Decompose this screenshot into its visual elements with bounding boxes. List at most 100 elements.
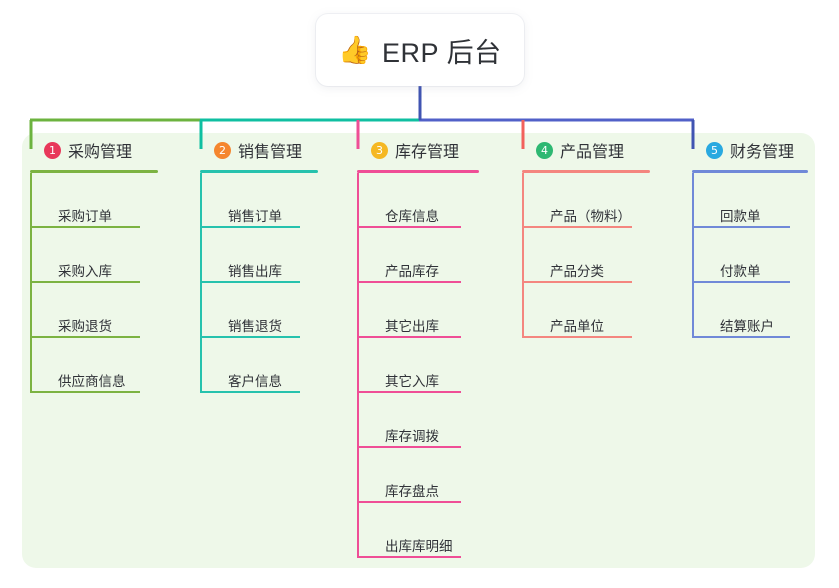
branch-item-list: 仓库信息产品库存其它出库其它入库库存调拨库存盘点出库库明细	[357, 173, 481, 558]
leaf-rule	[200, 391, 300, 393]
leaf-node[interactable]: 仓库信息	[357, 173, 481, 228]
leaf-label: 采购订单	[58, 209, 112, 225]
leaf-rule	[30, 226, 140, 228]
branch-columns: 1 采购管理采购订单采购入库采购退货供应商信息 2 销售管理销售订单销售出库销售退货客…	[22, 133, 815, 568]
leaf-node[interactable]: 客户信息	[200, 338, 320, 393]
leaf-rule	[357, 556, 461, 558]
leaf-node[interactable]: 销售订单	[200, 173, 320, 228]
branch-spine	[200, 173, 202, 393]
leaf-node[interactable]: 供应商信息	[30, 338, 160, 393]
branch-title-label: 库存管理	[395, 144, 460, 161]
branch-item-list: 产品（物料） 产品分类产品单位	[522, 173, 652, 338]
leaf-node[interactable]: 库存盘点	[357, 448, 481, 503]
leaf-label: 客户信息	[228, 374, 282, 390]
page-title: ERP 后台	[382, 37, 502, 68]
branch-column-1: 1 采购管理采购订单采购入库采购退货供应商信息	[30, 133, 160, 393]
leaf-node[interactable]: 销售退货	[200, 283, 320, 338]
leaf-node[interactable]: 产品库存	[357, 228, 481, 283]
leaf-rule	[200, 336, 300, 338]
leaf-label: 其它出库	[385, 319, 439, 335]
leaf-rule	[357, 501, 461, 503]
leaf-rule	[522, 226, 632, 228]
branch-title-label: 财务管理	[730, 144, 795, 161]
leaf-node[interactable]: 采购订单	[30, 173, 160, 228]
branch-header-rule	[30, 170, 158, 173]
leaf-label: 销售退货	[228, 319, 282, 335]
leaf-rule	[357, 336, 461, 338]
branch-badge-4: 4	[536, 141, 553, 159]
leaf-rule	[522, 281, 632, 283]
leaf-rule	[692, 336, 790, 338]
branch-item-list: 回款单付款单结算账户	[692, 173, 810, 338]
leaf-node[interactable]: 其它入库	[357, 338, 481, 393]
leaf-node[interactable]: 其它出库	[357, 283, 481, 338]
leaf-node[interactable]: 付款单	[692, 228, 810, 283]
branch-header-rule	[357, 170, 479, 173]
leaf-label: 产品（物料）	[550, 209, 631, 225]
leaf-label: 结算账户	[720, 319, 774, 335]
thumbs-up-icon: 👍	[338, 34, 373, 65]
branch-header-1[interactable]: 1 采购管理	[30, 133, 160, 167]
leaf-rule	[200, 281, 300, 283]
branches-panel	[22, 133, 815, 568]
branch-column-4: 4 产品管理产品（物料） 产品分类产品单位	[522, 133, 652, 338]
leaf-rule	[522, 336, 632, 338]
root-title-card[interactable]: 👍 ERP 后台	[316, 14, 524, 86]
leaf-label: 产品单位	[550, 319, 604, 335]
leaf-label: 回款单	[720, 209, 761, 225]
leaf-rule	[200, 226, 300, 228]
branch-header-4[interactable]: 4 产品管理	[522, 133, 652, 167]
leaf-rule	[357, 281, 461, 283]
branch-item-list: 采购订单采购入库采购退货供应商信息	[30, 173, 160, 393]
branch-header-2[interactable]: 2 销售管理	[200, 133, 320, 167]
branch-column-3: 3 库存管理仓库信息产品库存其它出库其它入库库存调拨库存盘点出库库明细	[357, 133, 481, 558]
branch-header-rule	[522, 170, 650, 173]
leaf-rule	[30, 281, 140, 283]
leaf-label: 库存盘点	[385, 484, 439, 500]
branch-header-rule	[200, 170, 318, 173]
branch-header-5[interactable]: 5 财务管理	[692, 133, 810, 167]
branch-spine	[692, 173, 694, 338]
leaf-node[interactable]: 回款单	[692, 173, 810, 228]
leaf-rule	[692, 226, 790, 228]
leaf-label: 付款单	[720, 264, 761, 280]
leaf-rule	[30, 391, 140, 393]
branch-column-2: 2 销售管理销售订单销售出库销售退货客户信息	[200, 133, 320, 393]
branch-badge-5: 5	[706, 141, 723, 159]
branch-spine	[30, 173, 32, 393]
leaf-rule	[357, 226, 461, 228]
leaf-label: 出库库明细	[385, 539, 453, 555]
leaf-label: 采购入库	[58, 264, 112, 280]
branch-header-3[interactable]: 3 库存管理	[357, 133, 481, 167]
leaf-rule	[357, 446, 461, 448]
leaf-node[interactable]: 采购退货	[30, 283, 160, 338]
branch-title-label: 产品管理	[560, 144, 625, 161]
leaf-rule	[30, 336, 140, 338]
leaf-label: 产品库存	[385, 264, 439, 280]
leaf-node[interactable]: 产品分类	[522, 228, 652, 283]
leaf-label: 其它入库	[385, 374, 439, 390]
leaf-label: 库存调拨	[385, 429, 439, 445]
branch-spine	[357, 173, 359, 558]
branch-badge-2: 2	[214, 141, 231, 159]
leaf-label: 产品分类	[550, 264, 604, 280]
leaf-node[interactable]: 产品单位	[522, 283, 652, 338]
branch-header-rule	[692, 170, 808, 173]
leaf-label: 供应商信息	[58, 374, 126, 390]
leaf-rule	[692, 281, 790, 283]
leaf-node[interactable]: 结算账户	[692, 283, 810, 338]
branch-spine	[522, 173, 524, 338]
branch-title-label: 销售管理	[238, 144, 303, 161]
leaf-node[interactable]: 出库库明细	[357, 503, 481, 558]
leaf-label: 销售出库	[228, 264, 282, 280]
leaf-node[interactable]: 采购入库	[30, 228, 160, 283]
branch-badge-1: 1	[44, 141, 61, 159]
leaf-label: 仓库信息	[385, 209, 439, 225]
branch-column-5: 5 财务管理回款单付款单结算账户	[692, 133, 810, 338]
branch-badge-3: 3	[371, 141, 388, 159]
leaf-node[interactable]: 库存调拨	[357, 393, 481, 448]
leaf-node[interactable]: 产品（物料）	[522, 173, 652, 228]
leaf-label: 采购退货	[58, 319, 112, 335]
branch-title-label: 采购管理	[68, 144, 133, 161]
leaf-node[interactable]: 销售出库	[200, 228, 320, 283]
